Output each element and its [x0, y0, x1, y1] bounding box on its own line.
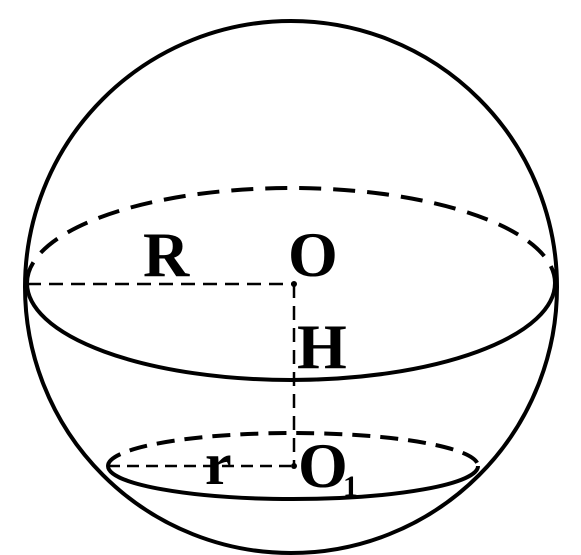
center-point-o1 [291, 463, 297, 469]
label-small-radius: r [205, 431, 232, 497]
label-center: O [288, 219, 338, 290]
label-small-center-subscript: 1 [343, 470, 358, 503]
great-circle-front [25, 282, 557, 382]
small-circle-front [106, 465, 480, 501]
label-big-radius: R [143, 219, 190, 290]
sphere-outline [23, 19, 559, 555]
label-small-center: O [298, 430, 348, 501]
label-height: H [297, 311, 347, 382]
center-point-o [291, 281, 297, 287]
